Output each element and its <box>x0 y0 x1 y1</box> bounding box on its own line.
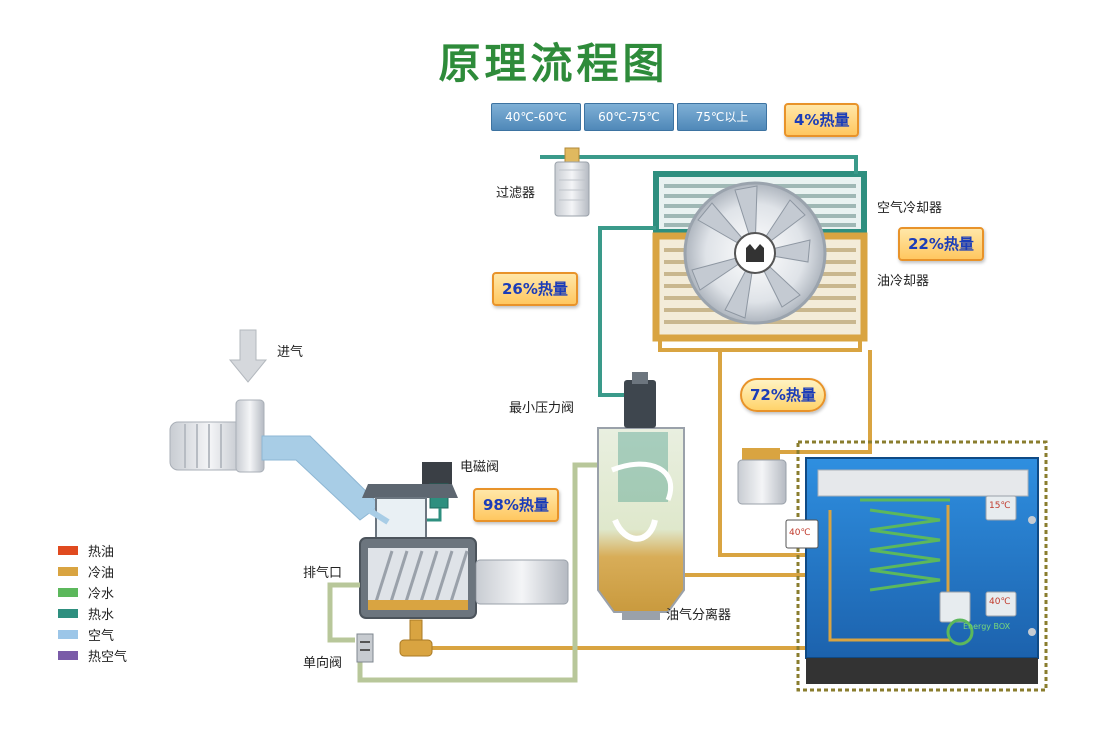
air-duct <box>261 435 381 521</box>
filter-label: 过滤器 <box>496 186 536 201</box>
legend-label: 热水 <box>88 608 115 623</box>
heat-badge-26: 26%热量 <box>492 272 578 306</box>
legend-swatch <box>58 609 78 618</box>
heat-badge-72: 72%热量 <box>740 378 826 412</box>
exhaust-port-label: 排气口 <box>303 566 343 581</box>
legend: 热油 冷油 冷水 热水 空气 热空气 <box>58 540 127 666</box>
page-title: 原理流程图 <box>438 39 669 88</box>
legend-row: 热空气 <box>58 645 127 666</box>
legend-row: 热水 <box>58 603 127 624</box>
check-valve <box>356 633 374 663</box>
legend-row: 热油 <box>58 540 127 561</box>
oil-gas-separator <box>597 372 685 620</box>
heat-badge-22: 22%热量 <box>898 227 984 261</box>
heat-badge-4: 4%热量 <box>784 103 860 137</box>
compressor-screw <box>354 484 569 619</box>
legend-swatch <box>58 588 78 597</box>
temp-range-60-75[interactable]: 60℃-75℃ <box>584 103 674 131</box>
legend-label: 冷油 <box>88 566 115 581</box>
return-pipe <box>327 462 610 683</box>
legend-row: 空气 <box>58 624 127 645</box>
legend-label: 冷水 <box>88 587 115 602</box>
legend-label: 热油 <box>88 545 115 560</box>
brand-text: Energy BOX <box>963 622 1011 631</box>
legend-label: 热空气 <box>88 650 128 665</box>
legend-row: 冷油 <box>58 561 127 582</box>
legend-label: 空气 <box>88 629 115 644</box>
heat-badge-98: 98%热量 <box>473 488 559 522</box>
legend-swatch <box>58 630 78 639</box>
min-pressure-valve-label: 最小压力阀 <box>509 401 575 416</box>
intake-arrow-icon <box>228 329 268 383</box>
temp-range-75-plus[interactable]: 75℃以上 <box>677 103 767 131</box>
oil-gas-separator-label: 油气分离器 <box>666 608 732 623</box>
legend-swatch <box>58 651 78 660</box>
legend-row: 冷水 <box>58 582 127 603</box>
gauge-reading-top: 15℃ <box>989 501 1011 511</box>
air-cooler-label: 空气冷却器 <box>877 201 943 216</box>
gauge-reading-bottom: 40℃ <box>989 597 1011 607</box>
energy-box <box>796 440 1048 692</box>
legend-swatch <box>58 567 78 576</box>
check-valve-label: 单向阀 <box>303 656 343 671</box>
oil-cooler-label: 油冷却器 <box>877 274 930 289</box>
water-pipes <box>540 155 858 397</box>
gauge-reading-left: 40℃ <box>789 528 811 538</box>
intake-label: 进气 <box>277 345 304 360</box>
filter <box>554 147 590 217</box>
solenoid-valve-label: 电磁阀 <box>460 460 500 475</box>
oil-valve <box>399 619 433 657</box>
cooling-fan-icon <box>683 181 827 325</box>
heat-exchanger-cylinder <box>737 448 787 505</box>
legend-swatch <box>58 546 78 555</box>
air-intake-housing <box>169 399 265 473</box>
temp-range-40-60[interactable]: 40℃-60℃ <box>491 103 581 131</box>
thermometer-gauge <box>785 519 819 549</box>
